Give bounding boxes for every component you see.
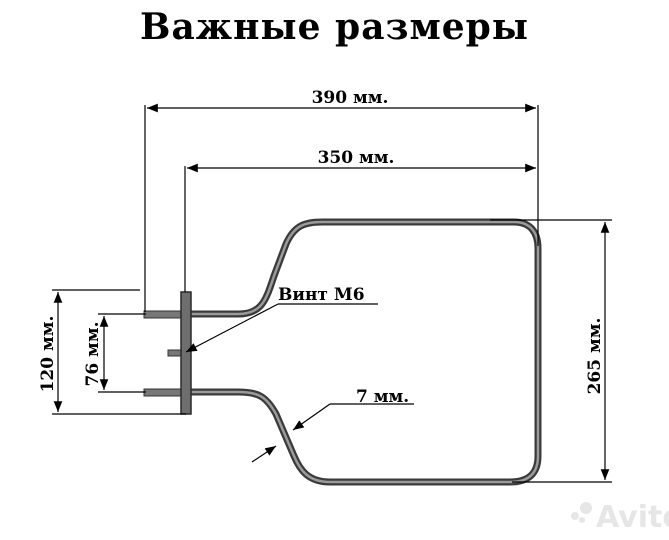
dimension-350: 350 мм. [184, 148, 536, 292]
screw-callout: Винт М6 [185, 285, 378, 353]
label-76: 76 мм. [83, 321, 103, 386]
dimension-390: 390 мм. [144, 88, 539, 312]
label-265: 265 мм. [585, 318, 605, 395]
dimension-265: 265 мм. [490, 219, 612, 483]
avito-watermark-text: Avito [596, 500, 669, 535]
label-screw: Винт М6 [278, 285, 365, 305]
dimension-120: 120 мм. [38, 289, 186, 415]
label-350: 350 мм. [318, 148, 395, 168]
mounting-flange [180, 291, 192, 415]
avito-watermark: Avito [571, 500, 669, 535]
label-120: 120 мм. [38, 316, 58, 393]
tube-diameter-callout: 7 мм. [251, 387, 414, 463]
terminal-pins [143, 310, 185, 397]
diagram-title: Важные размеры [140, 6, 529, 48]
dimension-76: 76 мм. [83, 313, 146, 393]
heating-tube [190, 218, 542, 486]
label-7mm: 7 мм. [356, 387, 409, 407]
label-390: 390 мм. [312, 88, 389, 108]
